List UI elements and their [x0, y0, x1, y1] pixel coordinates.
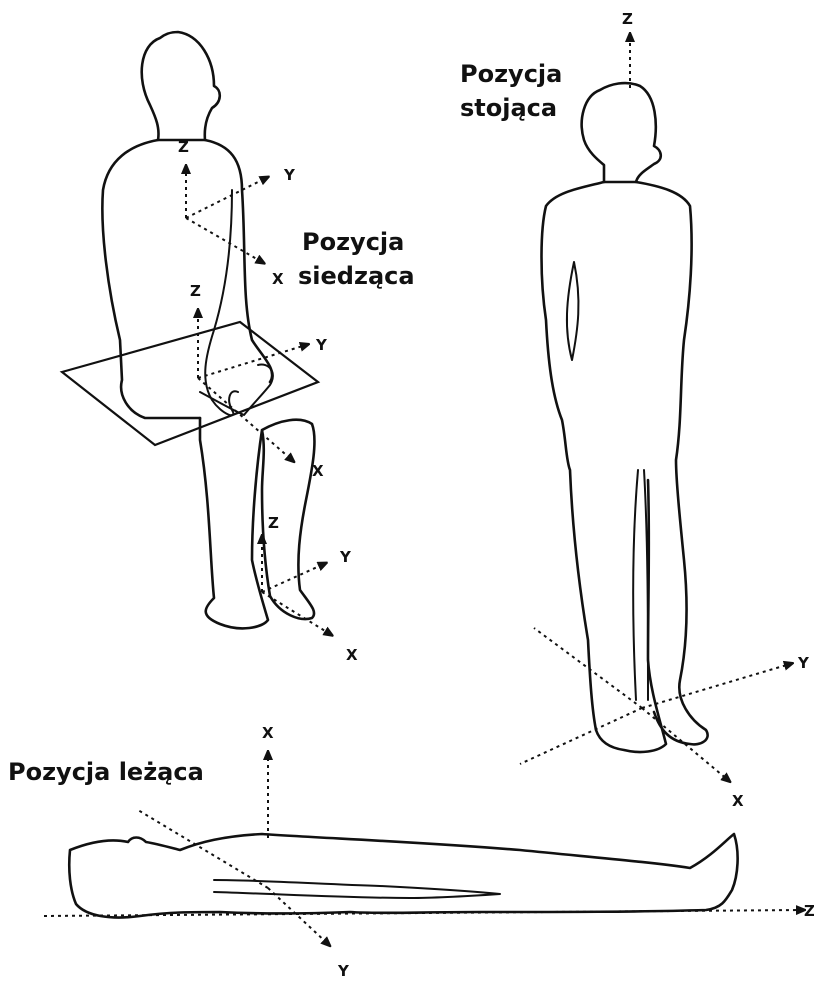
standing-y-label: Y [797, 654, 810, 672]
sitting-caption-line2: siedząca [298, 262, 415, 290]
pelvis-x-label: X [312, 462, 324, 480]
sitting-head [142, 32, 220, 140]
lying-x-label: X [262, 724, 274, 742]
standing-body [542, 182, 708, 752]
lying-figure: X Z Y Pozycja leżąca [8, 724, 814, 980]
standing-caption-line1: Pozycja [460, 60, 562, 88]
torso-z-label: Z [178, 138, 189, 156]
standing-hand [567, 262, 579, 360]
foot-y-label: Y [339, 548, 352, 566]
sitting-caption-line1: Pozycja [302, 228, 404, 256]
standing-x-label: X [732, 792, 744, 810]
standing-leg-gap [633, 470, 648, 700]
sitting-figure: Z Y X Z Y X Z Y X Pozycja siedząca [62, 32, 415, 664]
foot-x-label: X [346, 646, 358, 664]
standing-z-label: Z [622, 10, 633, 28]
foot-z-label: Z [268, 514, 279, 532]
torso-x-label: X [272, 270, 284, 288]
pelvis-z-label: Z [190, 282, 201, 300]
torso-y-label: Y [283, 166, 296, 184]
standing-caption-line2: stojąca [460, 94, 557, 122]
lying-z-label: Z [804, 902, 814, 920]
lying-arm [214, 880, 500, 898]
standing-figure: Z Y X Pozycja stojąca [460, 10, 810, 810]
lying-body [69, 834, 737, 918]
lying-caption: Pozycja leżąca [8, 758, 204, 786]
lying-y-label: Y [337, 962, 350, 980]
sitting-legs [200, 418, 314, 628]
standing-head [582, 83, 661, 182]
pelvis-y-label: Y [315, 336, 328, 354]
seat-plane [62, 322, 318, 445]
